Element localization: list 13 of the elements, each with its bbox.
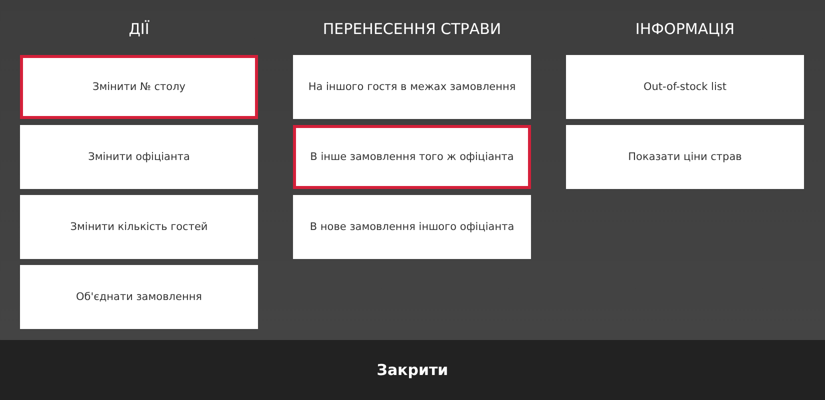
menu-button: Змінити № столу [20, 55, 258, 119]
menu-button: Змінити офіціанта [20, 125, 258, 189]
menu-button: Показати ціни страв [566, 125, 804, 189]
menu-button: Out-of-stock list [566, 55, 804, 119]
menu-button: Об'єднати замовлення [20, 265, 258, 329]
column-heading: ДІЇ [128, 20, 150, 38]
menu-button: В інше замовлення того ж офіціанта [293, 125, 531, 189]
close-button: Закрити [0, 340, 825, 400]
menu-button: Змінити кількість гостей [20, 195, 258, 259]
menu-button: В нове замовлення іншого офіціанта [293, 195, 531, 259]
column-heading: ПЕРЕНЕСЕННЯ СТРАВИ [322, 20, 502, 38]
column-heading: ІНФОРМАЦІЯ [635, 20, 735, 38]
menu-button: На іншого гостя в межах замовлення [293, 55, 531, 119]
